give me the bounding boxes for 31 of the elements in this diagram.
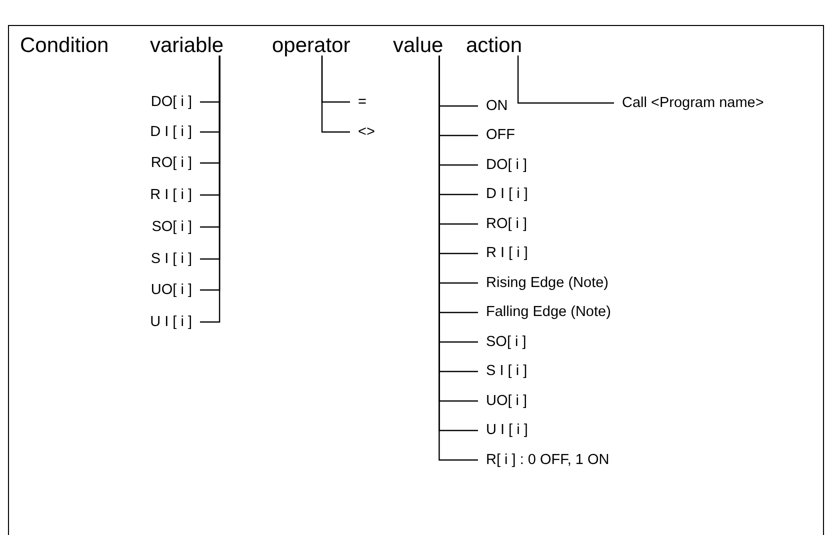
option-text: D I [ i ] xyxy=(150,124,200,140)
tree-line xyxy=(517,56,614,104)
column-heading: operator xyxy=(272,34,350,56)
option-text: Call <Program name> xyxy=(614,96,764,110)
option-text: D I [ i ] xyxy=(478,187,528,202)
option-text: R I [ i ] xyxy=(150,188,200,202)
option-text: DO[ i ] xyxy=(478,158,528,172)
column-heading: value xyxy=(393,34,444,56)
option-text: RO[ i ] xyxy=(150,156,200,170)
column-heading: variable xyxy=(150,34,224,56)
option-text: RO[ i ] xyxy=(478,216,528,232)
option-text: S I [ i ] xyxy=(478,364,528,379)
option-text: = xyxy=(350,94,366,110)
option-text: <> xyxy=(350,124,375,140)
column-heading: Condition xyxy=(20,34,109,56)
column-heading: action xyxy=(466,34,522,56)
option-text: UO[ i ] xyxy=(478,394,528,408)
option-text: U I [ i ] xyxy=(478,423,528,438)
option-text: SO[ i ] xyxy=(152,220,200,234)
option-text: R[ i ] : 0 OFF, 1 ON xyxy=(478,452,610,468)
option-text: U I [ i ] xyxy=(150,314,200,330)
option-text: OFF xyxy=(478,128,515,143)
option-text: R I [ i ] xyxy=(478,246,528,261)
tree-line xyxy=(321,56,350,133)
option-text: Rising Edge (Note) xyxy=(478,276,608,290)
option-text: DO[ i ] xyxy=(150,94,200,110)
option-text: Falling Edge (Note) xyxy=(478,305,611,320)
option-text: UO[ i ] xyxy=(150,282,200,298)
option-text: ON xyxy=(478,98,508,114)
option-text: SO[ i ] xyxy=(478,334,526,350)
option-text: S I [ i ] xyxy=(150,252,200,266)
